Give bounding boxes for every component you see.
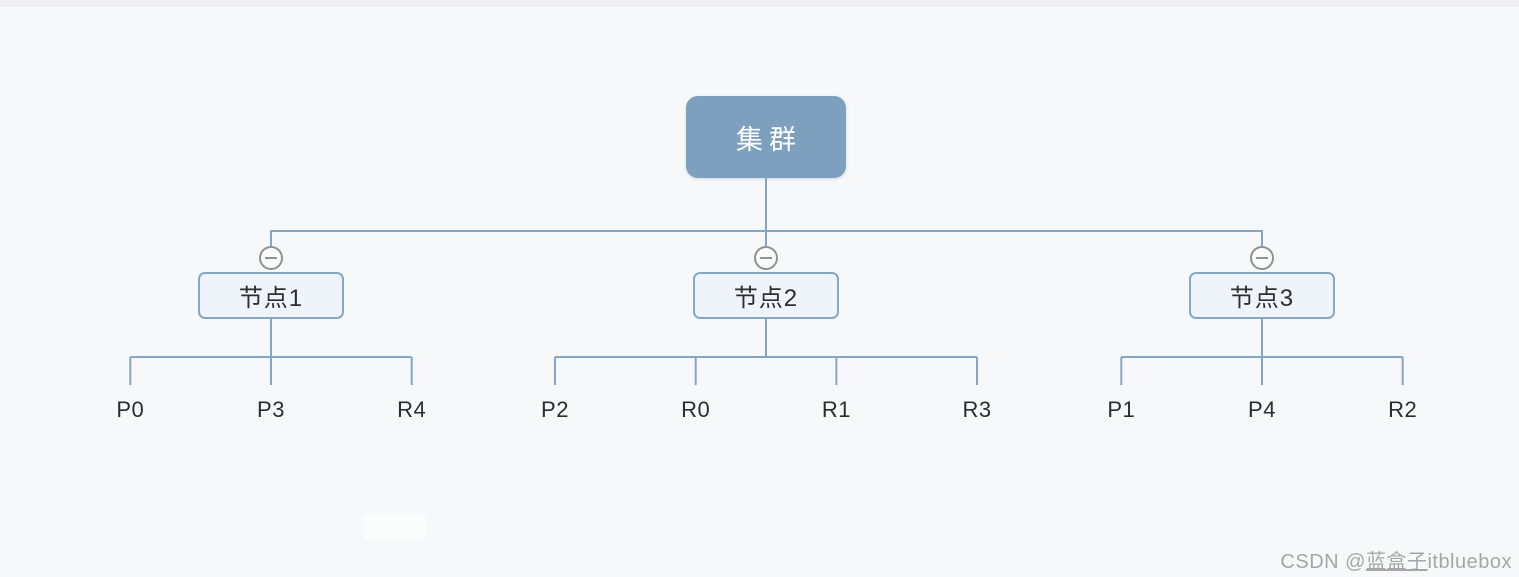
leaf-label: P0 [116, 397, 145, 422]
top-edge-band [0, 0, 1519, 7]
leaf-label: R4 [397, 397, 427, 422]
collapse-minus-circle-icon[interactable] [1250, 246, 1274, 270]
minus-glyph [1256, 257, 1268, 259]
tree-branch-node[interactable]: 节点1 [198, 272, 344, 319]
leaf-label: P2 [541, 397, 569, 422]
watermark-ghost [363, 514, 427, 540]
leaf-label: R0 [681, 397, 711, 422]
collapse-minus-circle-icon[interactable] [259, 246, 283, 270]
collapse-minus-circle-icon[interactable] [754, 246, 778, 270]
leaf-label: P3 [257, 397, 285, 422]
minus-glyph [265, 257, 277, 259]
leaf-label: R1 [821, 397, 851, 422]
minus-glyph [760, 257, 772, 259]
watermark-username-suffix: itbluebox [1427, 551, 1512, 573]
tree-branch-node[interactable]: 节点3 [1189, 272, 1335, 319]
csdn-watermark: CSDN @蓝盒子itbluebox [1280, 545, 1512, 574]
watermark-prefix: CSDN @ [1280, 551, 1366, 573]
leaf-label: R3 [962, 397, 992, 422]
leaf-label: P1 [1107, 397, 1136, 422]
watermark-username: 蓝盒子 [1365, 551, 1428, 573]
leaf-label: P4 [1248, 397, 1276, 422]
leaf-label: R2 [1388, 397, 1418, 422]
tree-branch-node[interactable]: 节点2 [693, 272, 839, 319]
tree-root-node[interactable]: 集群 [686, 96, 846, 178]
